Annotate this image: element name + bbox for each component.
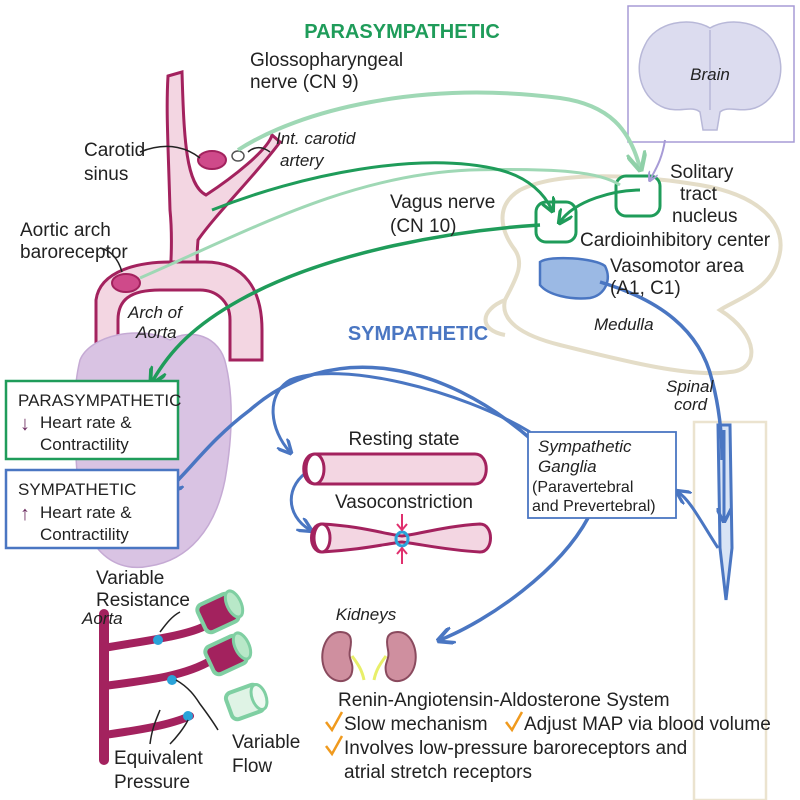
- carotid-sinus-label-line-1: Carotid: [84, 140, 145, 161]
- raas-section: Renin-Angiotensin-Aldosterone System Slo…: [325, 690, 771, 783]
- variable-flow-label-line-1: Variable: [232, 732, 300, 753]
- vasoconstriction-label: Vasoconstriction: [335, 492, 473, 513]
- parasympathetic-effect-line-1: Heart rate &: [40, 413, 132, 432]
- check-icon: [325, 735, 344, 757]
- aortic-arch-baroreceptor-label-line-1: Aortic arch: [20, 220, 111, 241]
- spinal-to-ganglia-pathway: [678, 492, 720, 549]
- constricted-vessel: Vasoconstriction: [310, 492, 492, 564]
- spinal-cord-label-line-2: cord: [674, 395, 708, 414]
- down-arrow-icon: ↓: [20, 413, 30, 435]
- int-carotid-label-line-1: Int. carotid: [276, 129, 356, 148]
- pressure-node: [167, 675, 177, 685]
- raas-point-1: Slow mechanism: [344, 714, 488, 735]
- raas-title: Renin-Angiotensin-Aldosterone System: [338, 690, 670, 711]
- aortic-afferent-pathway: [139, 168, 621, 280]
- glossopharyngeal-label-line-2: nerve (CN 9): [250, 72, 359, 93]
- ganglia-to-kidney-pathway: [440, 517, 590, 640]
- kidneys: Kidneys: [321, 605, 417, 683]
- aorta-label: Aorta: [81, 609, 123, 628]
- vasomotor-area-shape: [538, 256, 609, 300]
- sympathetic-effect-line-1: Heart rate &: [40, 503, 132, 522]
- cardioinhibitory-label: Cardioinhibitory center: [580, 230, 771, 251]
- glossopharyngeal-label-line-1: Glossopharyngeal: [250, 50, 403, 71]
- raas-point-3: Involves low-pressure baroreceptors and: [344, 738, 687, 759]
- left-kidney-icon: [321, 630, 354, 683]
- aortic-arch-baroreceptor-label-line-2: baroreceptor: [20, 242, 128, 263]
- ganglia-label-line-3: (Paravertebral: [532, 479, 633, 496]
- vasomotor-label-line-2: (A1, C1): [610, 278, 681, 299]
- medulla-label: Medulla: [594, 315, 654, 334]
- arch-of-aorta-label-line-2: Aorta: [135, 323, 177, 342]
- arterial-tree: [94, 70, 283, 362]
- carotid-sinus-label-line-2: sinus: [84, 164, 128, 185]
- ganglia-to-heart-pathway: [168, 365, 534, 490]
- equivalent-pressure-label-line-1: Equivalent: [114, 748, 203, 769]
- kidneys-label: Kidneys: [336, 605, 397, 624]
- pressure-node: [153, 635, 163, 645]
- ganglia-label-line-1: Sympathetic: [538, 437, 632, 456]
- sympathetic-effect-line-2: Contractility: [40, 525, 129, 544]
- sympathetic-heading: SYMPATHETIC: [348, 323, 488, 345]
- vagus-label-line-1: Vagus nerve: [390, 192, 495, 213]
- variable-resistance-label-line-2: Resistance: [96, 590, 190, 611]
- check-icon: [505, 711, 524, 733]
- glossopharyngeal-pathway: [236, 90, 640, 168]
- up-arrow-icon: ↑: [20, 503, 30, 525]
- carotid-sinus-baroreceptor: [197, 150, 227, 170]
- spinal-cord-label-line-1: Spinal: [666, 377, 714, 396]
- resistance-cylinder-2: [203, 631, 253, 677]
- aortic-arch-baroreceptor: [111, 273, 141, 293]
- cardioinhibitory-box: [534, 200, 578, 244]
- variable-flow-label-line-2: Flow: [232, 756, 272, 777]
- vasomotor-to-spinal-pathway: [599, 280, 724, 461]
- brain-label: Brain: [690, 65, 730, 84]
- constriction-ring: [394, 530, 410, 548]
- resting-vessel: Resting state: [302, 429, 488, 486]
- pressure-node: [183, 711, 193, 721]
- raas-point-2: Adjust MAP via blood volume: [524, 714, 771, 735]
- vagus-label-line-2: (CN 10): [390, 216, 457, 237]
- right-kidney-icon: [384, 630, 417, 683]
- constriction-arrow-top-icon: [396, 514, 408, 532]
- parasympathetic-heading: PARASYMPATHETIC: [304, 21, 500, 43]
- vagus-efferent-pathway: [152, 223, 541, 382]
- vagus-afferent-pathway: [211, 161, 552, 210]
- constriction-arrow-bottom-icon: [396, 546, 408, 564]
- spinal-cord-column: [692, 420, 768, 800]
- ganglia-to-vessels-pathway: [271, 372, 531, 452]
- solitary-tract-label-line-1: Solitary: [670, 162, 734, 183]
- int-carotid-label-line-2: artery: [280, 151, 325, 170]
- parasympathetic-effect-line-2: Contractility: [40, 435, 129, 454]
- sympathetic-effect-title: SYMPATHETIC: [18, 480, 136, 499]
- sympathetic-effect-box: SYMPATHETIC ↑ Heart rate & Contractility: [4, 468, 180, 550]
- arch-of-aorta-label-line-1: Arch of: [127, 303, 184, 322]
- ganglia-label-line-2: Ganglia: [538, 457, 597, 476]
- check-icon: [325, 711, 344, 733]
- solitary-tract-label-line-2: tract: [680, 184, 718, 205]
- spinal-cord: [692, 420, 768, 800]
- variable-resistance-label-line-1: Variable: [96, 568, 164, 589]
- resistance-cylinder-3: [223, 682, 269, 722]
- sympathetic-ganglia-box: Sympathetic Ganglia (Paravertebral and P…: [527, 431, 677, 519]
- brainstem: [483, 139, 783, 376]
- solitary-tract-label-line-3: nucleus: [672, 206, 738, 227]
- parasympathetic-effect-title: PARASYMPATHETIC: [18, 391, 181, 410]
- vasomotor-label-line-1: Vasomotor area: [610, 256, 744, 277]
- circuit-analogy: Variable Resistance Aorta Equivalent Pre…: [81, 568, 300, 793]
- resting-state-label: Resting state: [349, 429, 460, 450]
- solitary-tract-box: [614, 174, 662, 218]
- carotid-artery: [165, 70, 283, 280]
- raas-point-4: atrial stretch receptors: [344, 762, 532, 783]
- resistance-cylinder-1: [195, 589, 245, 635]
- parasympathetic-effect-box: PARASYMPATHETIC ↓ Heart rate & Contracti…: [4, 379, 181, 461]
- equivalent-pressure-label-line-2: Pressure: [114, 772, 190, 793]
- brain-inset: Brain: [627, 5, 795, 143]
- ganglia-label-line-4: and Prevertebral): [532, 498, 656, 515]
